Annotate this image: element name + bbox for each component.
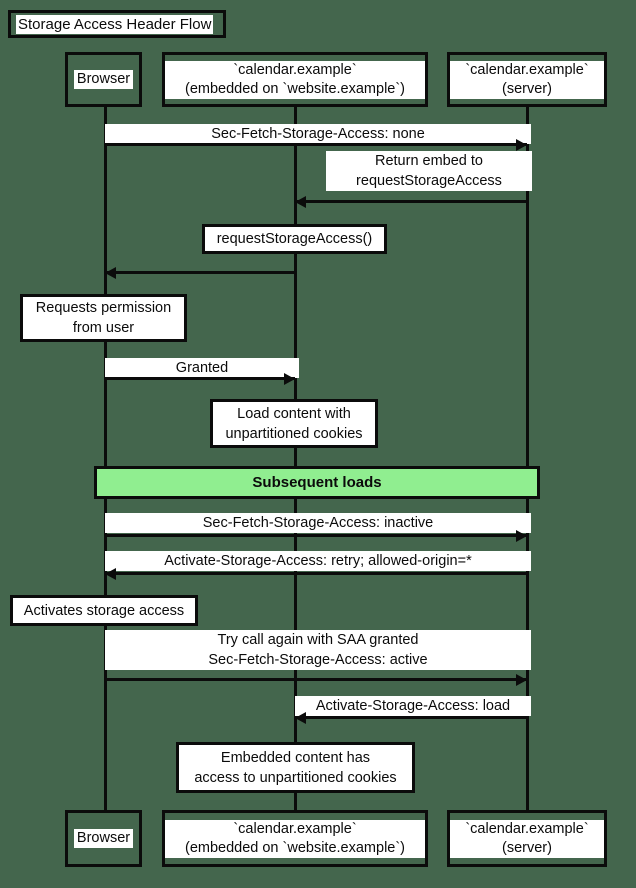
message-label-try-call-again: Try call again with SAA granted Sec-Fetc… (105, 630, 531, 670)
lifeline-browser (104, 107, 107, 810)
participant-server-footer[interactable]: `calendar.example` (server) (447, 810, 607, 867)
participant-embed-footer[interactable]: `calendar.example` (embedded on `website… (162, 810, 428, 867)
note-requests-permission: Requests permission from user (20, 294, 187, 342)
diagram-title-box: Storage Access Header Flow (8, 10, 226, 38)
arrow-head-right-9 (516, 529, 527, 542)
arrow-head-right-1 (516, 138, 527, 151)
participant-browser-footer-label: Browser (73, 829, 134, 848)
lifeline-embed (294, 107, 297, 810)
message-label-activate-load: Activate-Storage-Access: load (295, 696, 531, 716)
message-label-sec-fetch-none: Sec-Fetch-Storage-Access: none (105, 124, 531, 144)
message-line-6 (105, 377, 295, 380)
message-line-12 (105, 678, 527, 681)
lifeline-server (526, 107, 529, 810)
message-line-13 (295, 716, 527, 719)
message-line-4 (105, 271, 295, 274)
message-label-activate-retry: Activate-Storage-Access: retry; allowed-… (105, 551, 531, 571)
note-load-content: Load content with unpartitioned cookies (210, 399, 378, 448)
participant-browser-header[interactable]: Browser (65, 52, 142, 107)
participant-embed-label: `calendar.example` (embedded on `website… (165, 60, 425, 99)
participant-embed-header[interactable]: `calendar.example` (embedded on `website… (162, 52, 428, 107)
participant-server-header[interactable]: `calendar.example` (server) (447, 52, 607, 107)
message-line-10 (105, 572, 527, 575)
message-label-return-embed: Return embed to requestStorageAccess (326, 151, 532, 191)
message-label-granted: Granted (105, 358, 299, 378)
participant-server-label: `calendar.example` (server) (450, 60, 604, 99)
message-label-sec-fetch-inactive: Sec-Fetch-Storage-Access: inactive (105, 513, 531, 533)
arrow-head-left-13 (295, 711, 306, 724)
arrow-head-left-4 (105, 266, 116, 279)
message-line-9 (105, 534, 527, 537)
note-activates-storage-access: Activates storage access (10, 595, 198, 626)
arrow-head-left-10 (105, 567, 116, 580)
message-line-2 (295, 200, 527, 203)
participant-server-footer-label: `calendar.example` (server) (450, 819, 604, 858)
participant-embed-footer-label: `calendar.example` (embedded on `website… (165, 819, 425, 858)
participant-browser-label: Browser (73, 70, 134, 89)
page-title: Storage Access Header Flow (16, 14, 214, 34)
message-line-1 (105, 143, 527, 146)
section-band-label: Subsequent loads (252, 474, 382, 491)
note-request-storage-access: requestStorageAccess() (202, 224, 387, 254)
section-band-subsequent-loads: Subsequent loads (94, 466, 540, 499)
participant-browser-footer[interactable]: Browser (65, 810, 142, 867)
arrow-head-right-6 (284, 372, 295, 385)
arrow-head-right-12 (516, 673, 527, 686)
arrow-head-left-2 (295, 195, 306, 208)
note-embedded-content-access: Embedded content has access to unpartiti… (176, 742, 415, 793)
